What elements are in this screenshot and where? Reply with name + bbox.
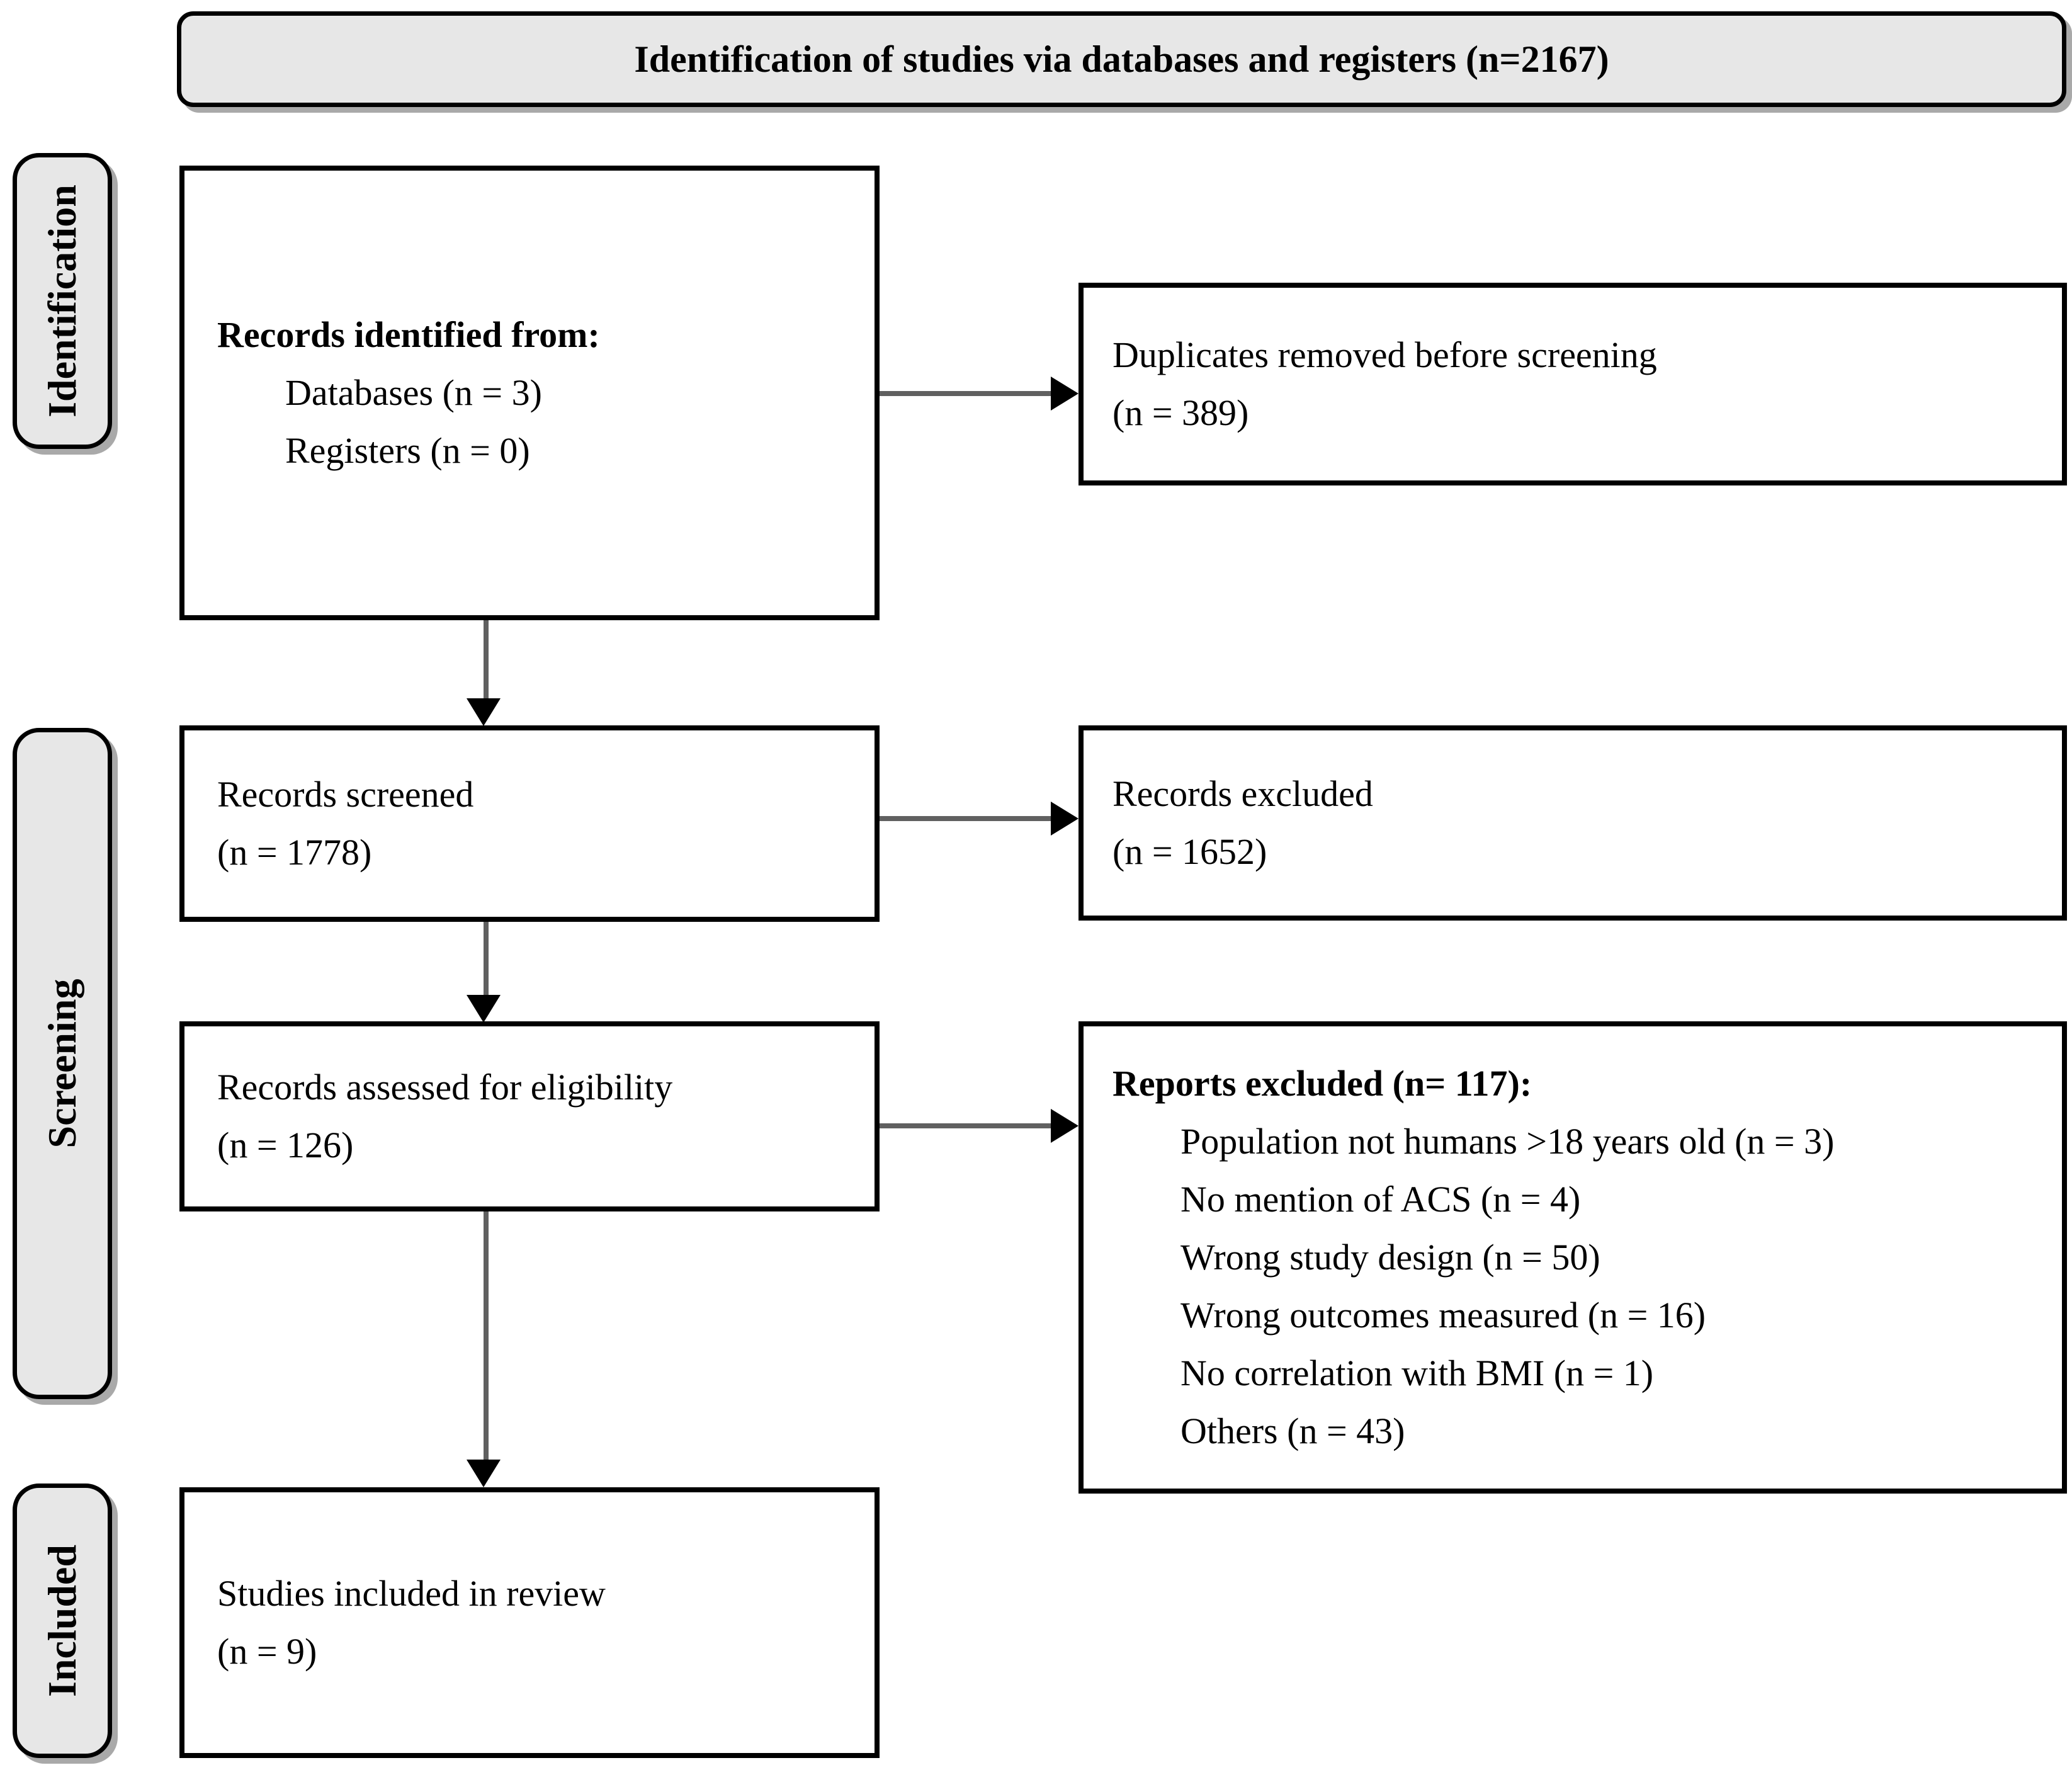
box-line: No correlation with BMI (n = 1) — [1180, 1353, 1654, 1393]
box-line: No mention of ACS (n = 4) — [1180, 1179, 1581, 1220]
box-line: Wrong outcomes measured (n = 16) — [1180, 1295, 1706, 1336]
box-records-screened: Records screened (n = 1778) — [179, 725, 880, 922]
stage-label-screening: Screening — [13, 728, 112, 1399]
box-line: (n = 389) — [1112, 392, 1249, 433]
box-reports-excluded: Reports excluded (n= 117): Population no… — [1078, 1021, 2067, 1494]
arrowhead-down-icon — [467, 1460, 501, 1487]
arrow-line — [484, 620, 489, 700]
box-line: Population not humans >18 years old (n =… — [1180, 1121, 1835, 1162]
arrow-line — [880, 1123, 1052, 1128]
box-line: Records screened — [217, 774, 474, 815]
stage-label-included: Included — [13, 1484, 112, 1758]
arrowhead-down-icon — [467, 995, 501, 1023]
stage-label-text: Included — [40, 1545, 84, 1697]
arrow-line — [880, 391, 1052, 396]
box-line: Others (n = 43) — [1180, 1410, 1405, 1451]
box-records-assessed: Records assessed for eligibility (n = 12… — [179, 1021, 880, 1211]
header-banner: Identification of studies via databases … — [177, 11, 2066, 107]
box-line: (n = 9) — [217, 1631, 317, 1672]
box-title: Reports excluded (n= 117): — [1112, 1063, 1532, 1104]
box-line: (n = 1778) — [217, 832, 372, 873]
box-line: Studies included in review — [217, 1573, 606, 1614]
box-studies-included: Studies included in review (n = 9) — [179, 1487, 880, 1758]
stage-label-text: Identification — [40, 184, 84, 417]
stage-label-identification: Identification — [13, 153, 112, 449]
arrow-line — [484, 922, 489, 996]
box-duplicates-removed: Duplicates removed before screening (n =… — [1078, 283, 2067, 485]
box-line: Databases (n = 3) — [285, 372, 542, 413]
arrow-line — [880, 816, 1052, 821]
box-line: Records excluded — [1112, 773, 1373, 814]
arrow-line — [484, 1211, 489, 1461]
arrowhead-down-icon — [467, 698, 501, 726]
box-line: (n = 1652) — [1112, 831, 1267, 872]
box-line: Duplicates removed before screening — [1112, 334, 1657, 375]
box-line: Wrong study design (n = 50) — [1180, 1237, 1600, 1278]
stage-label-text: Screening — [40, 979, 84, 1149]
box-title: Records identified from: — [217, 314, 600, 355]
arrowhead-right-icon — [1051, 1109, 1078, 1143]
box-line: Registers (n = 0) — [285, 430, 530, 471]
box-records-excluded: Records excluded (n = 1652) — [1078, 725, 2067, 921]
box-line: (n = 126) — [217, 1125, 354, 1166]
box-records-identified: Records identified from: Databases (n = … — [179, 166, 880, 620]
header-title: Identification of studies via databases … — [634, 38, 1609, 80]
arrowhead-right-icon — [1051, 377, 1078, 411]
box-line: Records assessed for eligibility — [217, 1067, 673, 1108]
arrowhead-right-icon — [1051, 802, 1078, 836]
